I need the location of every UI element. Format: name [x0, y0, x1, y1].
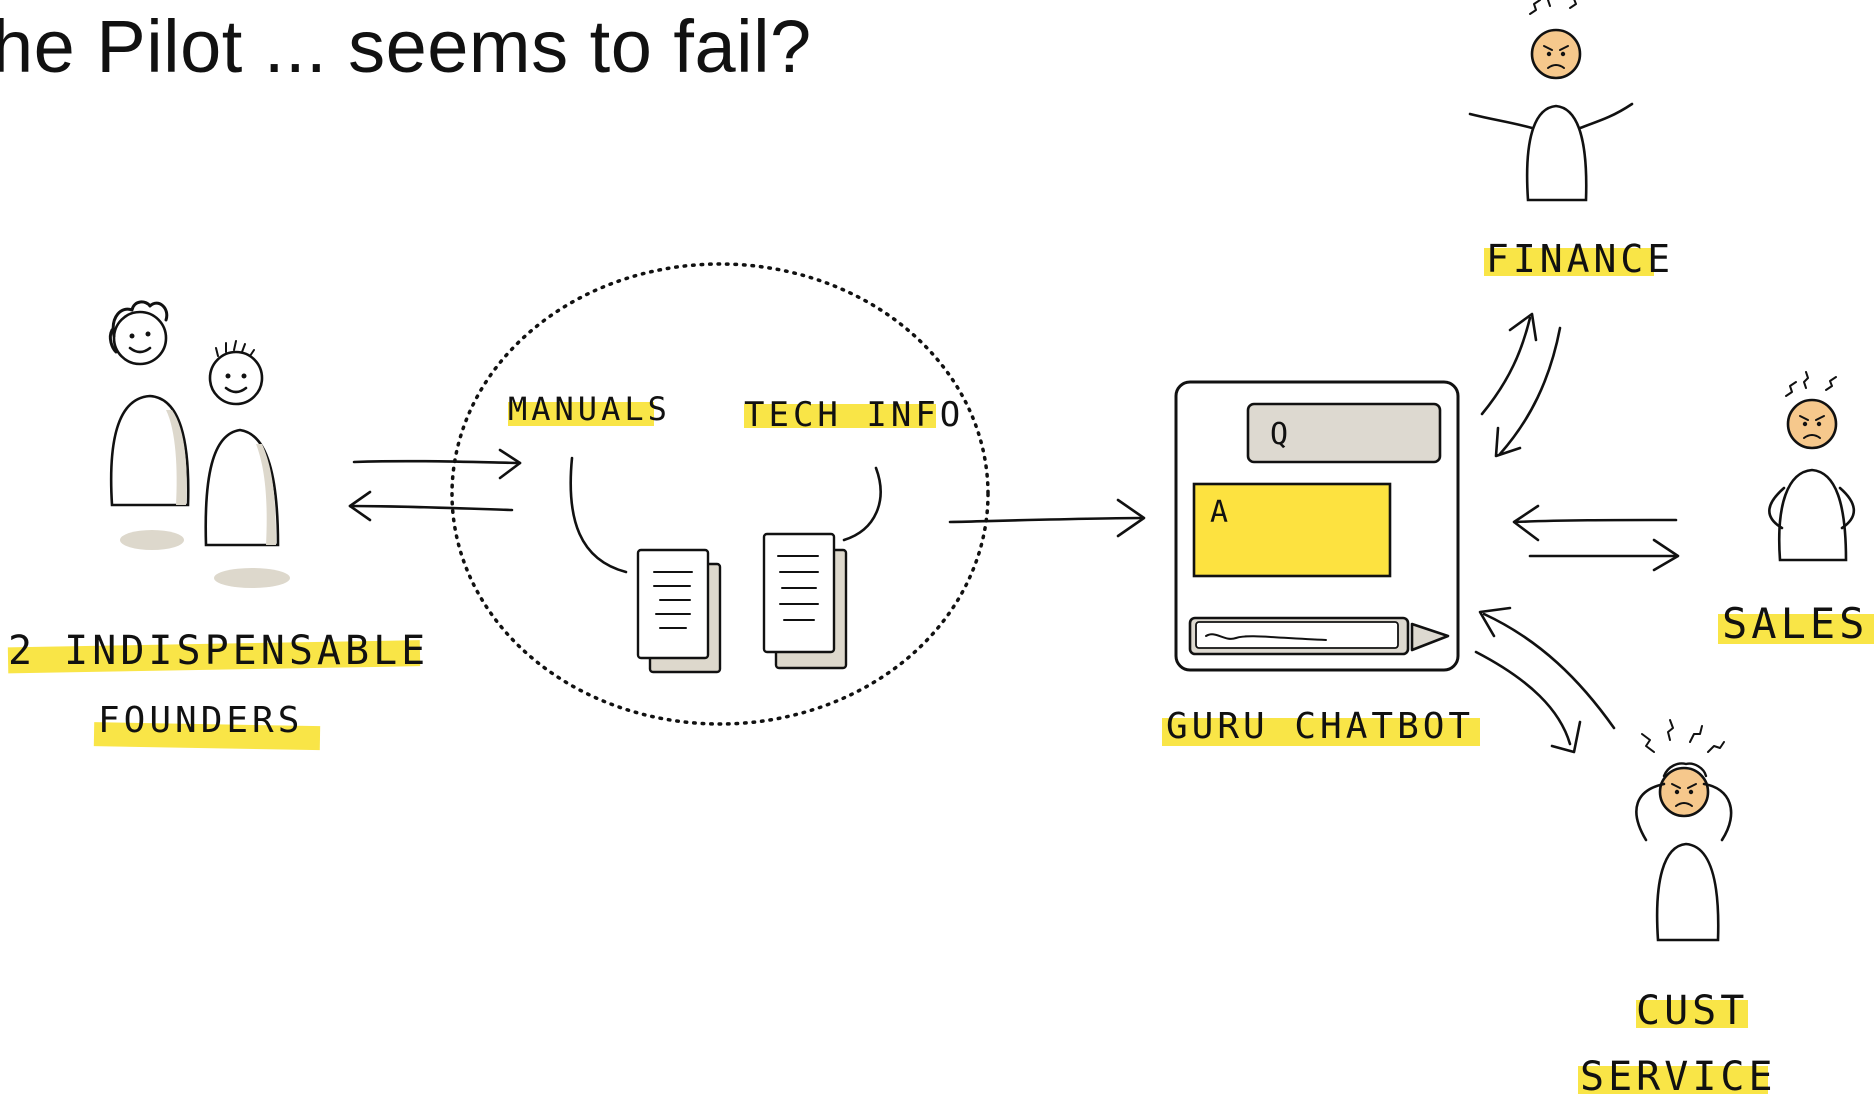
page-title: he Pilot ... seems to fail? — [0, 5, 812, 88]
founder-shadow — [214, 568, 290, 588]
cust-label-line2: SERVICE — [1580, 1054, 1777, 1098]
tech-info-connector — [842, 466, 882, 542]
chatbot-label: GURU CHATBOT — [1166, 706, 1474, 747]
highlight — [1162, 718, 1480, 746]
question-box — [1246, 402, 1442, 464]
send-icon — [1410, 622, 1450, 652]
arrow-knowledge-to-founders — [348, 490, 514, 522]
finance-label: FINANCE — [1486, 237, 1674, 281]
highlight — [7, 640, 421, 674]
highlight — [744, 404, 936, 428]
highlight — [93, 722, 321, 751]
question-label: Q — [1270, 417, 1288, 452]
manuals-connector — [569, 456, 628, 574]
founders-label-line1: 2 INDISPENSABLE — [8, 628, 429, 674]
cust-service-person — [1635, 719, 1733, 942]
founders-label-line2: FOUNDERS — [98, 700, 303, 741]
knowledge-boundary — [450, 262, 990, 726]
sales-person — [1768, 371, 1856, 562]
highlight — [1636, 1000, 1748, 1028]
arrow-chatbot-to-custservice — [1474, 650, 1582, 754]
founder-figure — [204, 340, 280, 547]
arrow-knowledge-to-chatbot — [948, 498, 1146, 538]
highlight — [1718, 614, 1874, 644]
highlight — [1578, 1066, 1768, 1094]
arrow-custservice-to-chatbot — [1478, 606, 1616, 730]
founder-figure — [108, 300, 190, 507]
founders-group — [108, 300, 290, 588]
answer-label: A — [1210, 495, 1228, 530]
founder-shadow — [120, 530, 184, 550]
answer-box — [1192, 482, 1392, 578]
highlight — [508, 402, 654, 426]
tech-info-label: TECH INFO — [744, 395, 964, 435]
arrow-chatbot-to-finance — [1480, 312, 1538, 416]
arrow-sales-to-chatbot — [1512, 504, 1678, 542]
arrow-chatbot-to-sales — [1528, 538, 1680, 572]
highlight — [1484, 248, 1654, 276]
tech-document-icon — [762, 532, 848, 670]
manual-document-icon — [636, 548, 722, 674]
manuals-label: MANUALS — [508, 390, 671, 428]
sales-label: SALES — [1722, 599, 1868, 648]
arrow-founders-to-knowledge — [352, 448, 522, 480]
chatbot-window: Q A — [1174, 380, 1460, 672]
cust-label-line1: CUST — [1636, 988, 1748, 1034]
arrow-finance-to-chatbot — [1494, 326, 1562, 458]
finance-person — [1468, 0, 1634, 202]
